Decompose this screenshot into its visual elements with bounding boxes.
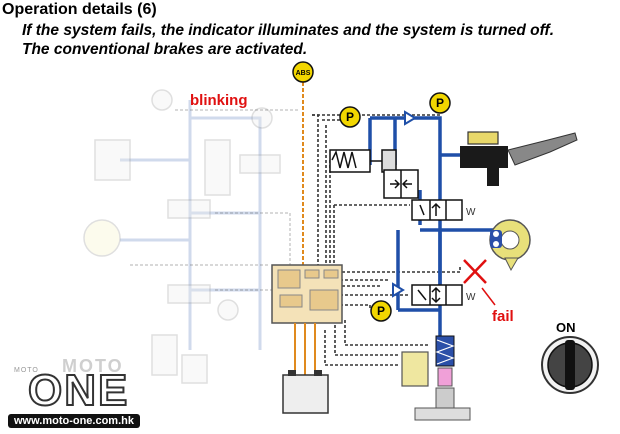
solenoid-valve-upper (411, 199, 463, 221)
rear-pump-unit (401, 335, 471, 421)
spring-actuator (329, 149, 397, 173)
subtitle-line-2: The conventional brakes are activated. (22, 41, 308, 58)
brake-caliper (489, 219, 531, 272)
fail-cross-mark (463, 259, 496, 306)
svg-text:P: P (346, 110, 354, 124)
check-valve-top (404, 110, 417, 126)
page-title: Operation details (6) (2, 1, 157, 18)
valve-w-upper: W (466, 207, 476, 218)
watermark-moto: MOTO (62, 356, 124, 376)
check-valve-lower (392, 282, 405, 298)
svg-text:P: P (377, 304, 385, 318)
pressure-sensor-lower: P (370, 300, 392, 322)
watermark-small-text: MOTO (14, 367, 39, 374)
subtitle-line-1: If the system fails, the indicator illum… (22, 22, 555, 39)
abs-indicator-label: ABS (296, 70, 311, 77)
ignition-on-label: ON (556, 320, 576, 335)
signal-lines (312, 105, 461, 366)
brake-master-cylinder (460, 131, 578, 186)
watermark-url: www.moto-one.com.hk (8, 414, 140, 428)
pressure-sensor-top-left: P (339, 106, 361, 128)
watermark-one: ONE (27, 365, 130, 416)
battery (282, 370, 329, 414)
fail-label: fail (492, 308, 514, 325)
ignition-switch (541, 336, 599, 394)
faded-front-system (120, 100, 262, 350)
abs-indicator-lamp (292, 61, 314, 83)
solenoid-valve-lower (411, 284, 463, 306)
valve-block-upper (383, 169, 419, 199)
battery-wires (294, 323, 316, 375)
faded-components (83, 89, 281, 384)
svg-text:P: P (436, 96, 444, 110)
valve-w-lower: W (466, 292, 476, 303)
abs-ecu-unit (271, 264, 343, 324)
blinking-label: blinking (190, 92, 248, 109)
pressure-sensor-top-right: P (429, 92, 451, 114)
faded-signal-lines (130, 109, 300, 291)
